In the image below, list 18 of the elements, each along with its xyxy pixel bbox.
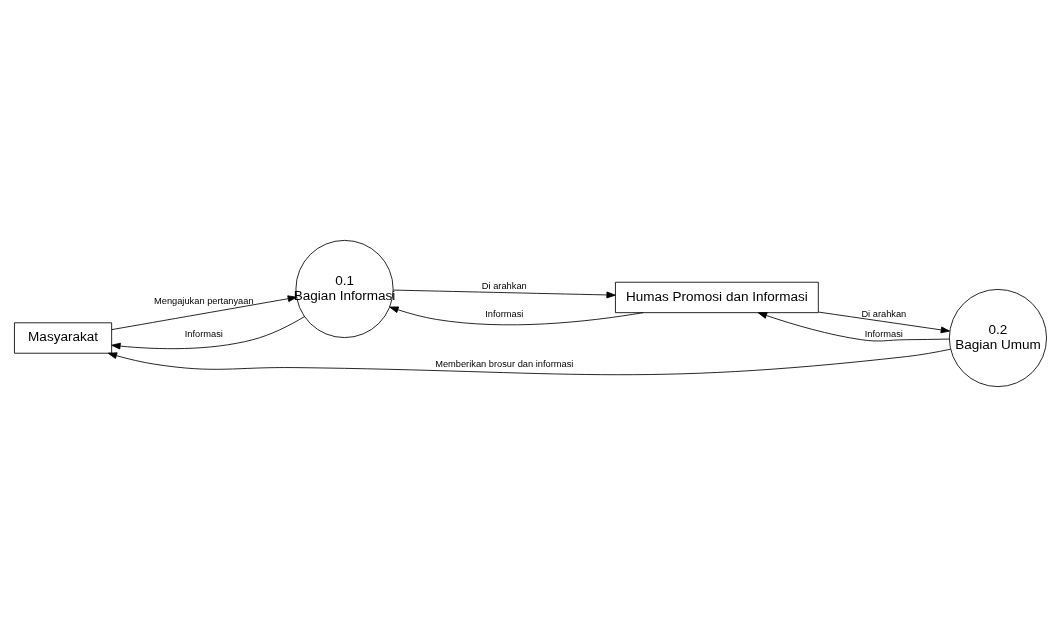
arrow [393,289,616,298]
edge-label: Di arahkan [861,308,907,319]
node-circle: 0.2 Bagian Umum [948,288,1047,387]
node-circle: 0.1 Bagian Informasi [295,239,394,338]
node-box: Humas Promosi dan Informasi [615,281,819,313]
edge-label: Informasi [864,328,903,339]
edge-label: Informasi [184,328,223,339]
arrow [107,348,951,375]
arrow [757,311,950,341]
arrow [111,315,305,349]
edge-label: Informasi [485,308,524,319]
edge-label: Di arahkan [481,280,527,291]
arrow [389,306,644,325]
arrow [818,311,950,333]
edge-label: Mengajukan pertanyaan [153,295,254,306]
edge-label: Memberikan brosur dan informasi [435,358,574,369]
arrow [111,294,297,330]
node-box: Masyarakat [14,321,113,354]
